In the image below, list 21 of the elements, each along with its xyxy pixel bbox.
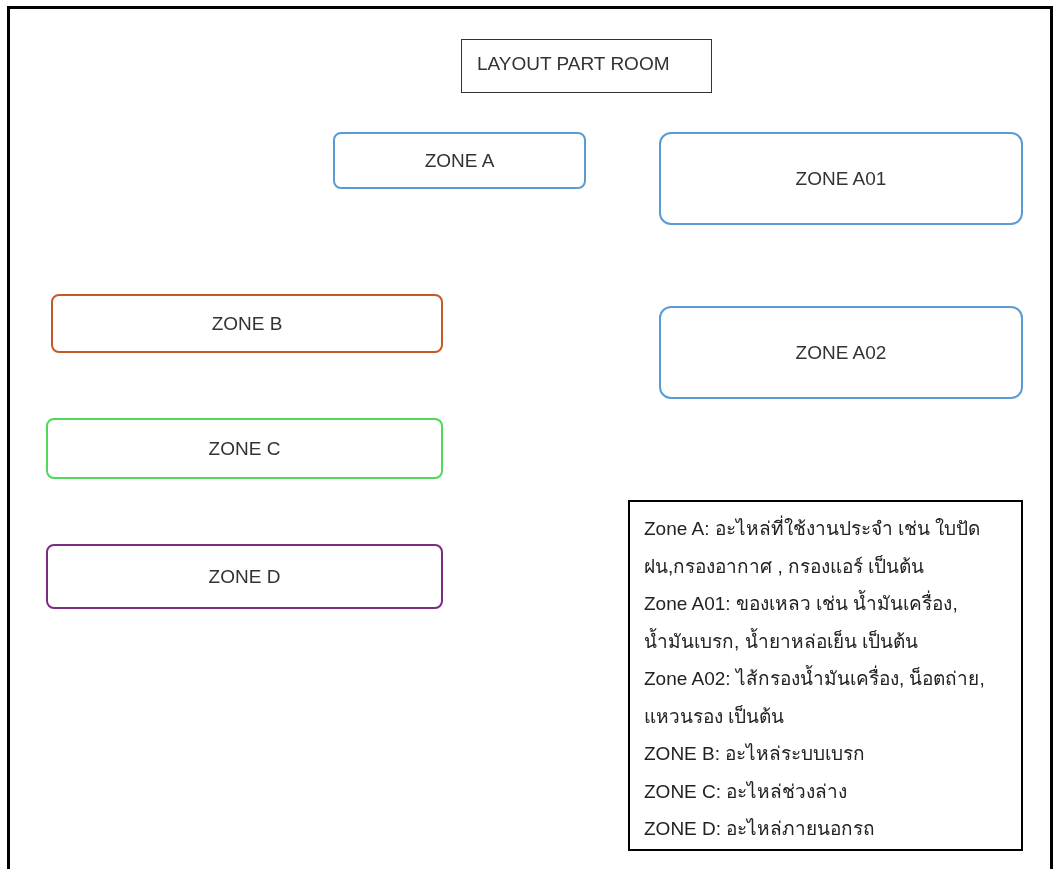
note-text: Zone A: อะไหล่ที่ใช้งานประจำ เช่น ใบปัดฝน,กรองอากาศ , กรองแอร์ เป็นต้น xyxy=(644,510,1007,585)
zone-label: ZONE C xyxy=(208,437,281,460)
zone-label: ZONE A01 xyxy=(795,167,887,190)
note-text: Zone A01: ของเหลว เช่น น้ำมันเครื่อง, น้ำมันเบรก, น้ำยาหล่อเย็น เป็นต้น xyxy=(644,585,1007,660)
zone-box xyxy=(46,544,443,609)
zone-box xyxy=(659,132,1023,225)
zone-box xyxy=(51,294,443,353)
zone-box xyxy=(659,306,1023,399)
zone-label: ZONE B xyxy=(211,312,283,335)
note-text: Zone A02: ไส้กรองน้ำมันเครื่อง, น็อตถ่าย, แหวนรอง เป็นต้น xyxy=(644,660,1007,735)
title-box xyxy=(461,39,712,93)
zone-label: ZONE D xyxy=(208,565,281,588)
note-text: ZONE B: อะไหล่ระบบเบรก xyxy=(644,742,867,766)
note-text: ZONE C: อะไหล่ช่วงล่าง xyxy=(644,779,849,804)
zone-box xyxy=(46,418,443,479)
note-box xyxy=(628,500,1023,851)
zone-box xyxy=(333,132,586,189)
note-text: ZONE D: อะไหล่ภายนอกรถ xyxy=(644,817,877,841)
zone-label: LAYOUT PART ROOM xyxy=(477,53,670,75)
zone-label: ZONE A02 xyxy=(795,341,887,364)
zone-label: ZONE A xyxy=(424,149,495,172)
